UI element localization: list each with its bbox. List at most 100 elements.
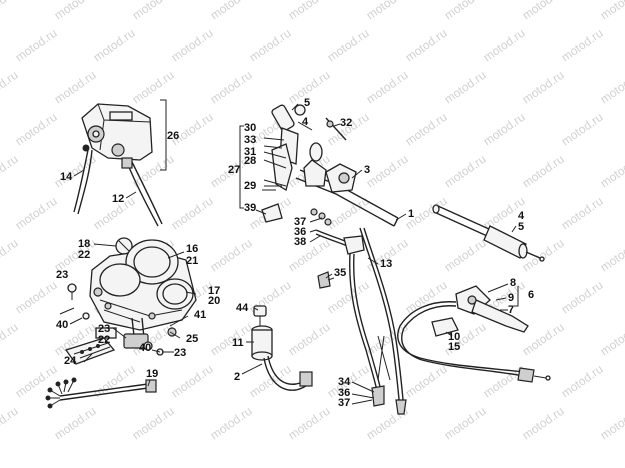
callout-32: 32 (340, 117, 353, 129)
watermark-text: motod.ru (442, 236, 489, 275)
callout-41: 41 (194, 309, 207, 321)
watermark-text: motod.ru (169, 362, 216, 401)
callout-37-lower: 37 (338, 397, 351, 409)
watermark-text: motod.ru (208, 0, 255, 22)
callout-27: 27 (228, 164, 241, 176)
watermark-text: motod.ru (598, 320, 625, 359)
callout-39: 39 (244, 202, 257, 214)
watermark-text: motod.ru (598, 0, 625, 22)
watermark-text: motod.ru (403, 26, 450, 65)
control-cables (317, 227, 407, 415)
handlebar-assembly (239, 104, 399, 255)
watermark-text: motod.ru (364, 0, 411, 22)
watermark-text: motod.ru (481, 110, 528, 149)
watermark-text: motod.ru (520, 404, 567, 443)
ignition-switch (251, 305, 313, 391)
callout-22-lower: 22 (98, 334, 111, 346)
callout-1: 1 (408, 208, 415, 220)
watermark-text: motod.ru (520, 0, 567, 22)
watermark-text: motod.ru (442, 68, 489, 107)
leader-lines (69, 103, 519, 405)
callout-13: 13 (380, 258, 393, 270)
watermark-text: motod.ru (559, 278, 606, 317)
watermark-text: motod.ru (13, 110, 60, 149)
callout-3: 3 (364, 164, 371, 176)
watermark-text: motod.ru (52, 404, 99, 443)
callout-28: 28 (244, 155, 257, 167)
speedo-drive-assembly (73, 99, 167, 227)
callout-33: 33 (244, 134, 257, 146)
watermark-text: motod.ru (0, 404, 21, 443)
watermark-text: motod.ru (442, 404, 489, 443)
watermark-text: motod.ru (169, 194, 216, 233)
callout-8: 8 (510, 277, 517, 289)
callout-26: 26 (167, 130, 180, 142)
watermark-text: motod.ru (13, 26, 60, 65)
callout-10: 10 (448, 331, 461, 343)
watermark-text: motod.ru (13, 194, 60, 233)
callout-4-left: 4 (302, 116, 309, 128)
watermark-text: motod.ru (520, 152, 567, 191)
callout-14: 14 (60, 171, 73, 183)
callout-36-upper: 36 (294, 226, 307, 238)
wiring-loom (45, 377, 157, 409)
callout-40-left: 40 (56, 319, 69, 331)
callout-11: 11 (232, 337, 244, 349)
callout-5-right: 5 (518, 221, 525, 233)
callout-6: 6 (528, 289, 535, 301)
callout-2: 2 (234, 371, 241, 383)
callout-20: 20 (208, 295, 221, 307)
watermark-text: motod.ru (598, 68, 625, 107)
watermark-text: motod.ru (442, 0, 489, 22)
right-hand-grip (432, 204, 545, 262)
callout-22: 22 (78, 249, 91, 261)
watermark-text: motod.ru (169, 26, 216, 65)
watermark-text: motod.ru (208, 68, 255, 107)
watermark-text: motod.ru (0, 68, 21, 107)
callout-25: 25 (186, 333, 199, 345)
callout-23-upper: 23 (56, 269, 69, 281)
connector-block (64, 337, 116, 365)
watermark-text: motod.ru (325, 26, 372, 65)
callout-9: 9 (508, 292, 515, 304)
watermark-text: motod.ru (0, 152, 21, 191)
watermark-text: motod.ru (52, 68, 99, 107)
watermark-text: motod.ru (598, 152, 625, 191)
watermark-text: motod.ru (286, 404, 333, 443)
watermark-text: motod.ru (598, 236, 625, 275)
callout-19: 19 (146, 368, 159, 380)
watermark-text: motod.ru (0, 236, 21, 275)
right-lever-assembly (397, 285, 551, 383)
callout-29: 29 (244, 180, 257, 192)
callout-16: 16 (186, 243, 199, 255)
watermark-text: motod.ru (208, 404, 255, 443)
callout-23-lower: 23 (174, 347, 187, 359)
watermark-text: motod.ru (325, 110, 372, 149)
callout-24: 24 (64, 355, 77, 367)
watermark-text: motod.ru (403, 362, 450, 401)
instrument-cluster (59, 237, 197, 356)
watermark-text: motod.ru (364, 68, 411, 107)
callout-7: 7 (508, 304, 515, 316)
callout-17: 17 (208, 285, 221, 297)
callout-34: 34 (338, 376, 351, 388)
watermark-text: motod.ru (403, 110, 450, 149)
watermark-text: motod.ru (130, 0, 177, 22)
watermark-text: motod.ru (130, 404, 177, 443)
watermark-text: motod.ru (481, 26, 528, 65)
watermark-text: motod.ru (0, 320, 21, 359)
watermark-text: motod.ru (559, 362, 606, 401)
callout-23-middle: 23 (98, 323, 111, 335)
watermark-text: motod.ru (13, 362, 60, 401)
watermark-text: motod.ru (286, 0, 333, 22)
watermark-text: motod.ru (0, 0, 21, 22)
callout-15: 15 (448, 341, 461, 353)
watermark-text: motod.ru (559, 194, 606, 233)
watermark-text: motod.ru (286, 236, 333, 275)
watermark-text: motod.ru (286, 320, 333, 359)
watermark-text: motod.ru (130, 68, 177, 107)
watermark-text: motod.ru (559, 26, 606, 65)
callout-18: 18 (78, 238, 91, 250)
